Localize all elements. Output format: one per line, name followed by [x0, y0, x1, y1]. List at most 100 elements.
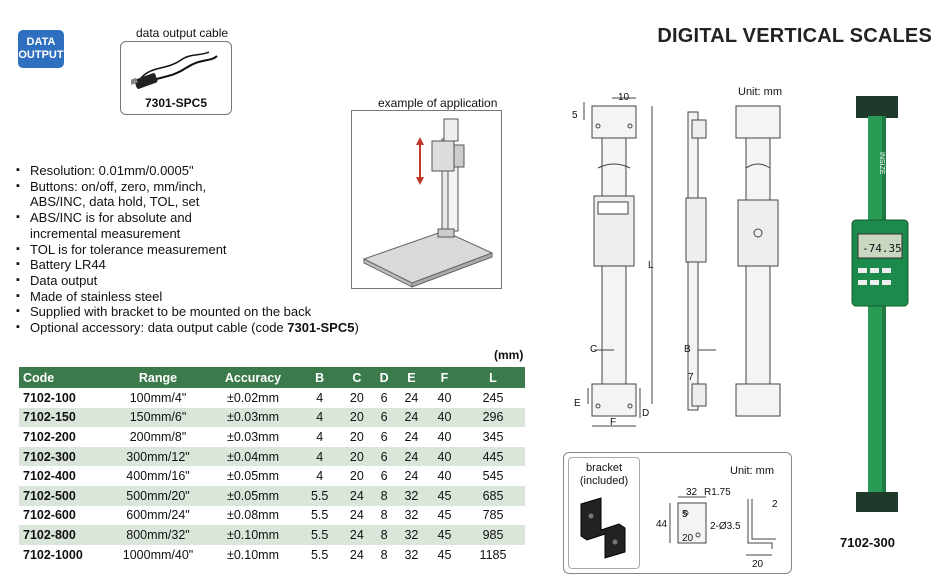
- cell-f: 45: [427, 525, 461, 545]
- cell-accuracy: ±0.10mm: [207, 525, 299, 545]
- cell-l: 785: [482, 508, 504, 523]
- cell-code: 7102-150: [19, 407, 109, 428]
- dim-5-label: 5: [572, 110, 578, 121]
- cell-b: 5.5: [310, 508, 329, 523]
- feature-list: Resolution: 0.01mm/0.0005" Buttons: on/o…: [16, 163, 359, 336]
- accessory-text: Optional accessory: data output cable (c…: [30, 320, 288, 336]
- cell-l: 445: [461, 446, 525, 467]
- col-code: Code: [19, 367, 109, 388]
- cell-e: 24: [394, 446, 428, 467]
- bracket-unit: Unit: mm: [730, 465, 774, 477]
- col-f: F: [427, 367, 461, 388]
- cell-c: 24: [340, 525, 374, 545]
- cell-code: 7102-300: [19, 446, 109, 467]
- cell-c: 20: [349, 390, 364, 405]
- col-accuracy: Accuracy: [207, 367, 299, 388]
- cell-d: 8: [373, 485, 395, 506]
- bracket-dim-holes: 2-Ø3.5: [710, 521, 741, 532]
- dim-b-label: B: [684, 344, 691, 355]
- cell-code: 7102-800: [19, 525, 109, 545]
- cell-code: 7102-1000: [23, 547, 83, 562]
- product-photo: -74.35 INSIZE: [851, 96, 909, 512]
- cell-f: 40: [437, 469, 452, 484]
- cable-code: 7301-SPC5: [144, 96, 208, 110]
- cell-accuracy: ±0.10mm: [226, 547, 279, 562]
- cell-accuracy: ±0.05mm: [226, 469, 279, 484]
- cell-accuracy: ±0.08mm: [226, 508, 279, 523]
- bracket-dim-20a: 20: [682, 533, 694, 544]
- cell-e: 24: [394, 407, 428, 428]
- cell-d: 6: [380, 469, 388, 484]
- cell-b: 4: [299, 407, 341, 428]
- cell-c: 24: [349, 547, 364, 562]
- cell-f: 45: [427, 485, 461, 506]
- bracket-label-line-1: bracket: [585, 462, 623, 474]
- cell-l: 345: [482, 429, 504, 444]
- cell-f: 40: [437, 429, 452, 444]
- feature-item: Data output: [16, 273, 359, 289]
- cell-c: 20: [349, 429, 364, 444]
- feature-item: TOL is for tolerance measurement: [16, 242, 359, 258]
- feature-item: Supplied with bracket to be mounted on t…: [16, 304, 359, 320]
- product-brand-logo: INSIZE: [878, 152, 885, 175]
- cell-code: 7102-200: [23, 429, 76, 444]
- page-title: DIGITAL VERTICAL SCALES: [657, 25, 932, 47]
- cell-e: 24: [404, 469, 419, 484]
- cell-code: 7102-100: [23, 390, 76, 405]
- bracket-label-line-2: (included): [579, 475, 629, 487]
- cell-range: 600mm/24": [126, 508, 190, 523]
- cell-f: 45: [437, 547, 452, 562]
- dim-10-label: 10: [618, 92, 630, 103]
- technical-drawing: 10 5 L C B E D F 7: [572, 92, 781, 428]
- dim-c-label: C: [590, 344, 597, 355]
- application-illustration: [351, 110, 502, 289]
- cell-accuracy: ±0.03mm: [226, 429, 279, 444]
- cell-l: 545: [482, 469, 504, 484]
- cell-l: 296: [461, 407, 525, 428]
- feature-item-continued: incremental measurement: [30, 225, 181, 241]
- cell-code: 7102-600: [23, 508, 76, 523]
- bracket-dim-2: 2: [772, 499, 778, 510]
- cell-b: 4: [316, 390, 324, 405]
- cell-e: 32: [394, 525, 428, 545]
- feature-item-continued: ABS/INC, data hold, TOL, set: [30, 194, 200, 210]
- col-e: E: [394, 367, 428, 388]
- cell-range: 500mm/20": [109, 485, 207, 506]
- cell-d: 6: [380, 429, 388, 444]
- cell-e: 32: [394, 485, 428, 506]
- cell-b: 4: [316, 469, 324, 484]
- product-display-readout: -74.35: [862, 242, 902, 255]
- col-b: B: [299, 367, 341, 388]
- cell-l: 985: [461, 525, 525, 545]
- cell-b: 4: [316, 429, 324, 444]
- cell-f: 40: [427, 446, 461, 467]
- usb-cable-icon: [131, 51, 218, 89]
- cell-c: 20: [349, 469, 364, 484]
- feature-item-accessory: Optional accessory: data output cable (c…: [16, 320, 359, 336]
- data-output-badge: DATA OUTPUT: [18, 30, 64, 68]
- bracket-dim-20b: 20: [752, 559, 764, 569]
- cell-c: 20: [340, 407, 374, 428]
- cell-f: 45: [437, 508, 452, 523]
- cell-range: 800mm/32": [109, 525, 207, 545]
- dim-f-label: F: [610, 417, 616, 428]
- cable-box: 7301-SPC5: [120, 41, 232, 115]
- cell-range: 100mm/4": [129, 390, 187, 405]
- dim-e-label: E: [574, 398, 581, 409]
- feature-item: Battery LR44: [16, 257, 359, 273]
- cell-d: 8: [380, 508, 388, 523]
- bracket-photo-panel: bracket (included): [568, 457, 640, 569]
- cell-e: 24: [404, 429, 419, 444]
- cell-accuracy: ±0.05mm: [207, 485, 299, 506]
- cell-b: 5.5: [299, 485, 341, 506]
- bracket-icon: [580, 497, 626, 559]
- cell-code: 7102-400: [23, 469, 76, 484]
- bracket-label: bracket (included): [569, 462, 639, 488]
- spec-table: Code Range Accuracy B C D E F L 7102-100…: [19, 367, 525, 564]
- dim-d-label: D: [642, 408, 649, 419]
